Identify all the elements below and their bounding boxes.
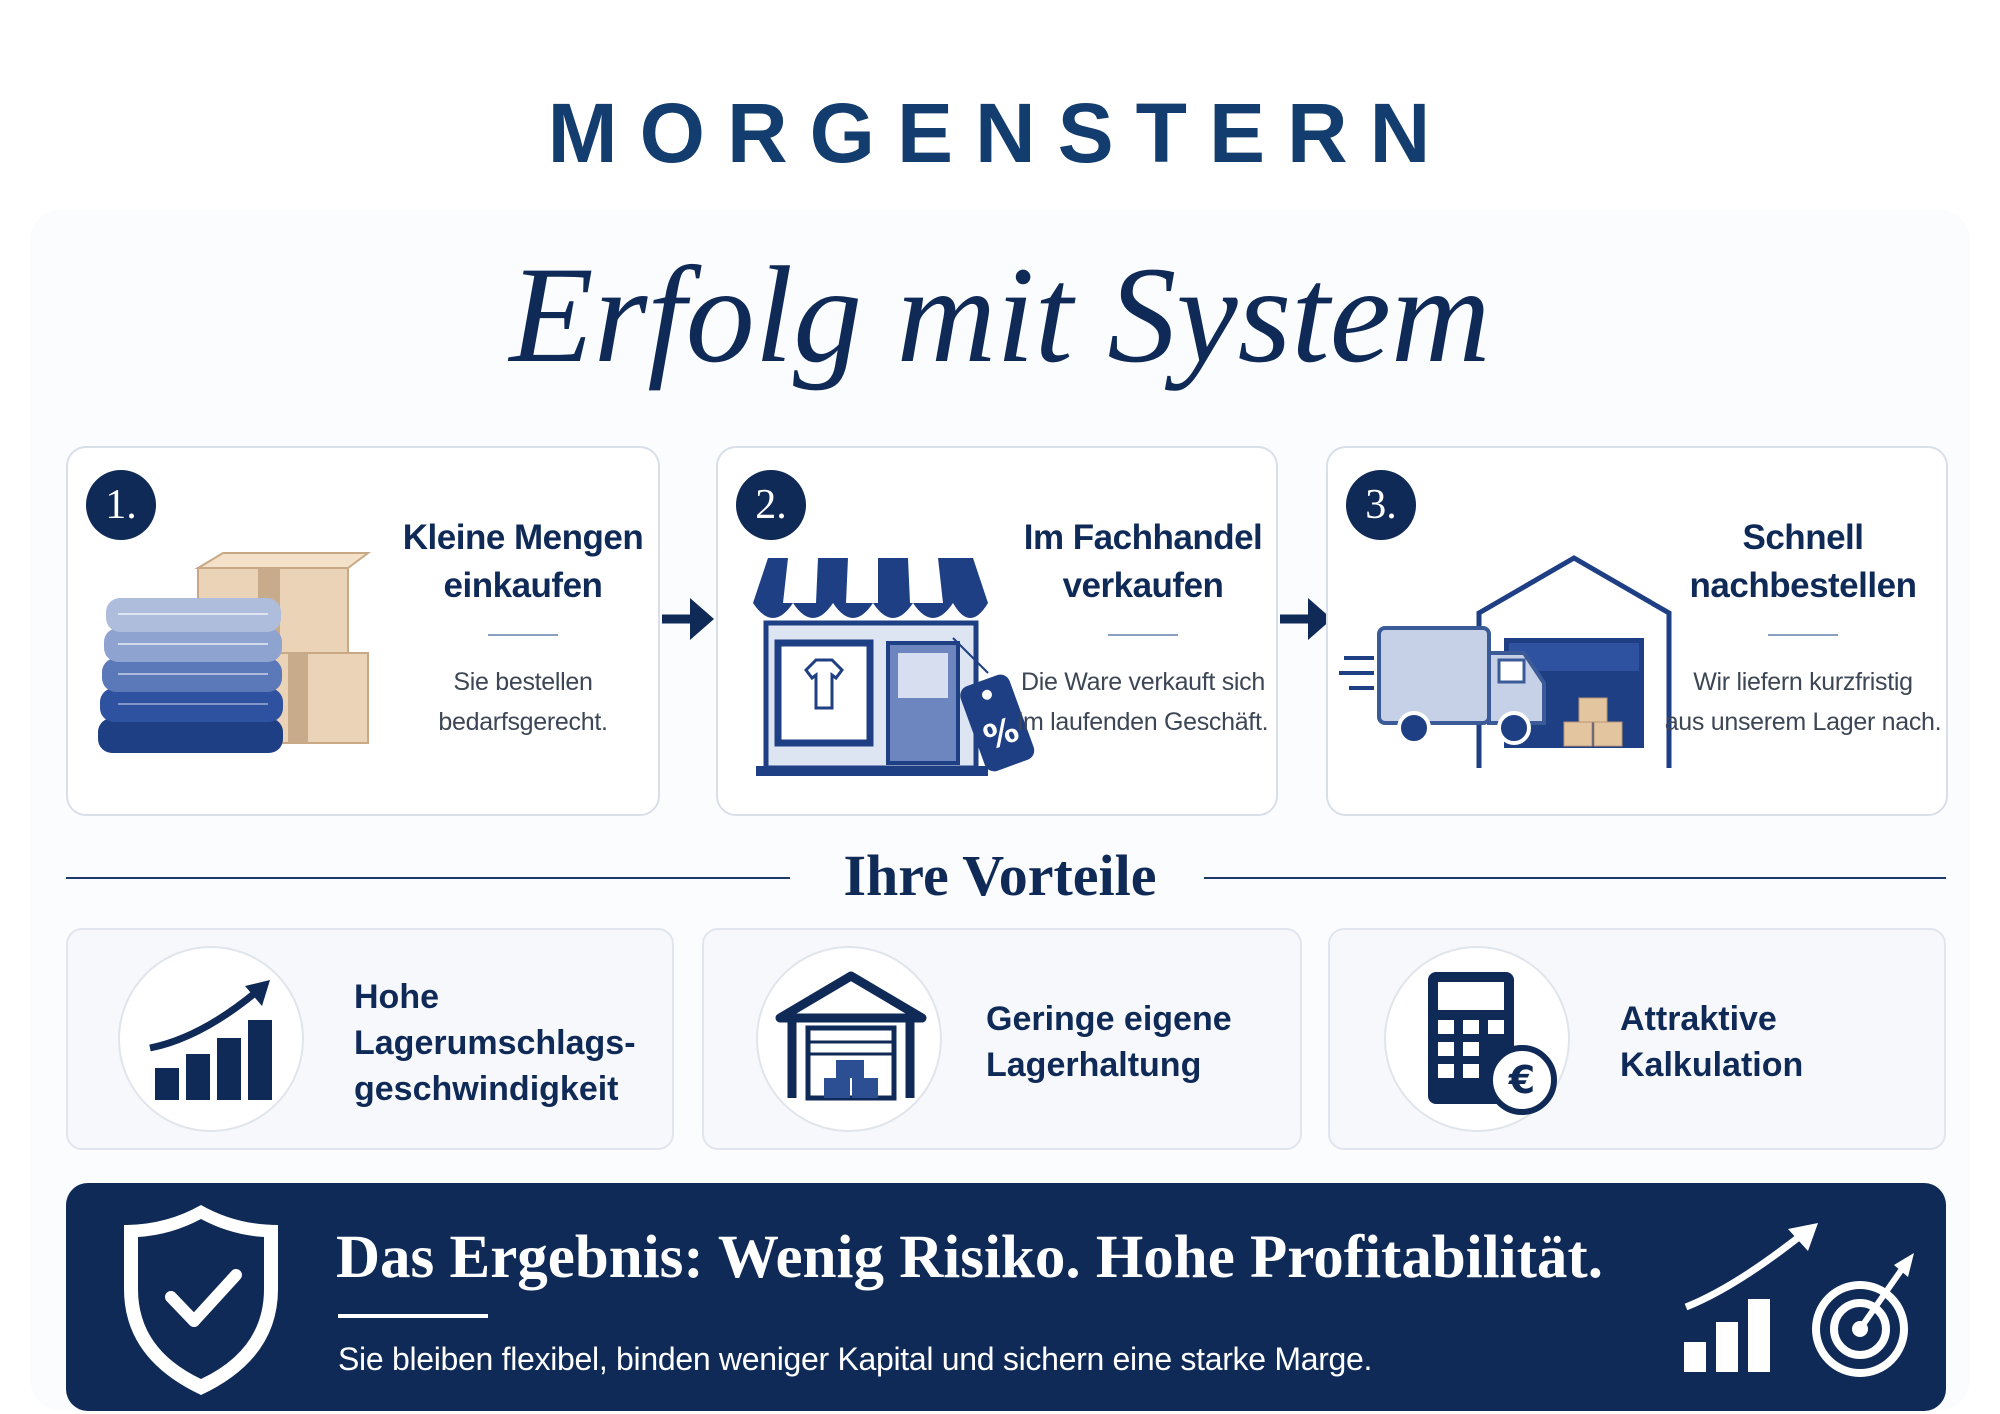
benefit-card-1: Hohe Lagerumschlags- geschwindigkeit [66,928,674,1150]
step-title: Im Fachhandel verkaufen [1023,518,1263,605]
delivery-truck-warehouse-icon [1339,555,1672,768]
result-divider [338,1314,488,1318]
step-card-2: 2. % Im Fachhandel verkaufen Die Ware ve… [716,446,1278,816]
benefit-label: Attraktive Kalkulation [1620,1000,1804,1084]
step-title: Schnell nachbestellen [1689,518,1917,605]
benefit-label: Geringe eigene Lagerhaltung [986,1000,1232,1084]
result-subtitle: Sie bleiben flexibel, binden weniger Kap… [338,1341,1373,1377]
step-divider [1108,634,1178,636]
bar-chart-growth-icon [149,980,272,1100]
target-icon [1812,1253,1914,1377]
section-title: Ihre Vorteile [843,843,1157,908]
shop-storefront-icon: % [753,558,1035,776]
step-card-3: 3. Schnell nachbestellen Wir liefern kur… [1326,446,1948,816]
step-description: Wir liefern kurzfristig aus unserem Lage… [1664,668,1942,736]
shield-check-icon [124,1205,278,1395]
step-divider [1768,634,1838,636]
step-number: 3. [1346,470,1416,540]
result-banner: Das Ergebnis: Wenig Risiko. Hohe Profita… [66,1183,1946,1411]
benefit-card-3: € Attraktive Kalkulation [1328,928,1946,1150]
step-description: Sie bestellen bedarfsgerecht. [438,668,608,736]
section-divider-left [66,877,790,879]
step-number: 1. [86,470,156,540]
brand-logo: MORGENSTERN [547,86,1453,180]
benefit-label: Hohe Lagerumschlags- geschwindigkeit [354,978,636,1108]
step-number: 2. [736,470,806,540]
arrow-right-icon [662,598,714,640]
calculator-euro-icon: € [1428,972,1557,1115]
result-title: Das Ergebnis: Wenig Risiko. Hohe Profita… [336,1224,1603,1291]
warehouse-icon [775,971,927,1101]
section-divider-right [1204,877,1946,879]
step-card-1: 1. Kleine Mengen einkaufen Sie bestellen… [66,446,660,816]
stacked-goods-icon [98,552,371,753]
step-description: Die Ware verkauft sich im laufenden Gesc… [1017,668,1269,736]
headline: Erfolg mit System [509,238,1491,391]
arrow-right-icon [1280,598,1332,640]
growth-bars-icon [1684,1223,1818,1372]
step-divider [488,634,558,636]
benefit-card-2: Geringe eigene Lagerhaltung [702,928,1302,1150]
step-title: Kleine Mengen einkaufen [402,518,644,605]
svg-text:€: € [1508,1058,1535,1102]
